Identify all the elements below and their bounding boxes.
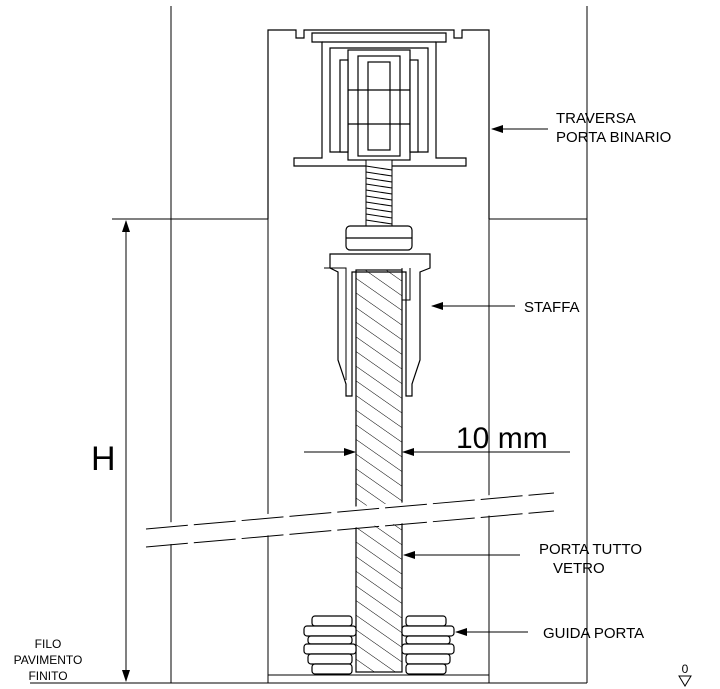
height-label: H [91, 440, 116, 478]
guida-label: GUIDA PORTA [543, 625, 644, 642]
floor-label-line2: PAVIMENTO [14, 653, 83, 667]
zero-level-label: 0 [682, 662, 689, 676]
porta-label-line2: VETRO [553, 560, 605, 577]
traversa-rail-carrier [267, 29, 490, 219]
glass-panel [355, 269, 403, 673]
hex-nut [345, 225, 413, 251]
door-frame-lines [171, 219, 587, 684]
break-band [150, 490, 550, 546]
leader-lines [403, 125, 548, 636]
wall-outline [150, 6, 588, 683]
rail-track [293, 32, 467, 167]
floor-guide-left [303, 615, 357, 675]
porta-label-line1: PORTA TUTTO [539, 541, 642, 558]
roller-carriage [339, 49, 419, 161]
height-dimension [30, 218, 171, 684]
break-lines [145, 492, 555, 548]
adjustment-bolt [365, 159, 393, 227]
traversa-label-line1: TRAVERSA [556, 110, 636, 127]
staffa-label: STAFFA [524, 299, 580, 316]
floor-guide-right [401, 615, 455, 675]
floor-label-line1: FILO [35, 637, 62, 651]
floor-level-triangle [678, 675, 692, 687]
floor-label-line3: FINITO [28, 669, 67, 683]
glass-width-label: 10 mm [456, 422, 548, 455]
traversa-label-line2: PORTA BINARIO [556, 129, 671, 146]
